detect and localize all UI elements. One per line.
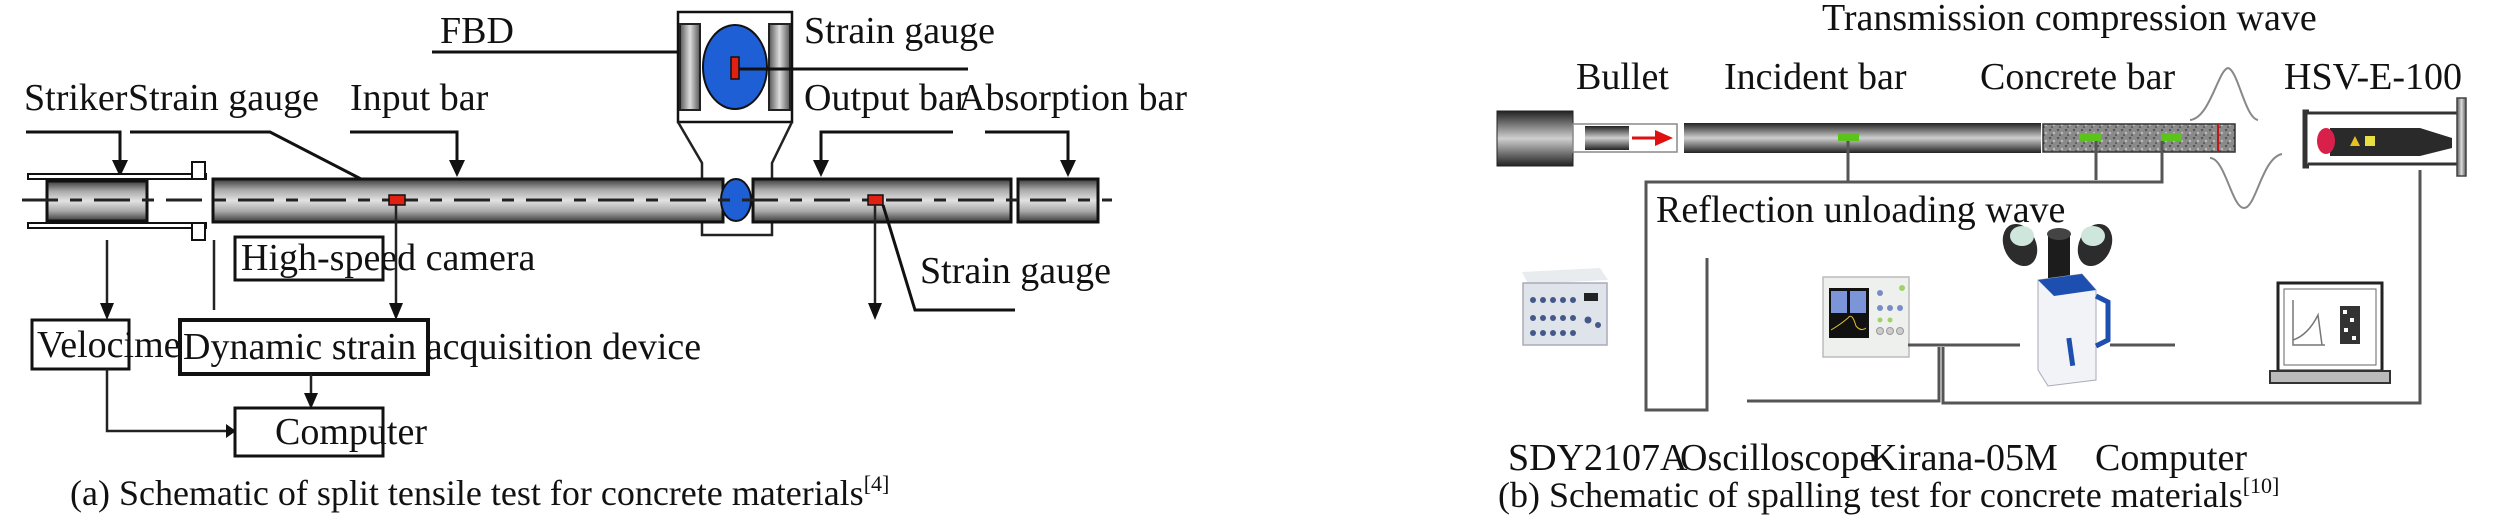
label-oscilloscope: Oscilloscope: [1680, 437, 1876, 479]
label-concrete-bar: Concrete bar: [1980, 56, 2176, 98]
leader-strain-gauge-left: [130, 130, 393, 197]
label-sdy: SDY2107A: [1508, 437, 1688, 479]
label-striker: Striker: [24, 77, 128, 119]
wire-osc-hsv: [1941, 170, 2422, 405]
label-strain-gauge-left: Strain gauge: [128, 77, 319, 119]
wire-gauge-sdy: [1644, 141, 1850, 412]
wire-concrete-gauge-2: [1848, 141, 2164, 184]
caption-b-ref: [10]: [2243, 473, 2280, 498]
box-dynamic-strain-device: [178, 318, 430, 376]
arrow-velocimeter-computer: [226, 424, 236, 438]
wire-osc-sdy: [1747, 347, 1941, 403]
fbd-left-bar: [679, 23, 701, 111]
label-strain-gauge-right: Strain gauge: [920, 250, 1111, 292]
box-high-speed-camera: [233, 235, 385, 282]
strain-gauge-input: [388, 194, 406, 206]
velocimeter-sensor-bottom: [191, 222, 206, 241]
leader-absorption-bar: [985, 130, 1070, 165]
label-input-bar: Input bar: [350, 77, 489, 119]
arrow-absorption-bar: [1060, 160, 1076, 177]
label-absorption-bar: Absorption bar: [958, 77, 1187, 119]
bullet-arrow-icon: [1655, 130, 1673, 146]
fbd-right-bar: [768, 23, 791, 111]
fbd-zoom-lines: [676, 121, 794, 237]
caption-a-ref: [4]: [864, 471, 890, 496]
leader-strain-gauge-right: [881, 204, 1015, 312]
bullet: [1585, 126, 1629, 150]
box-velocimeter: [30, 318, 131, 371]
leader-striker: [26, 130, 122, 165]
arrow-gauge-output: [868, 303, 882, 320]
label-dynamic-strain-device: Dynamic strain acquisition device: [183, 326, 701, 368]
caption-b-text: (b) Schematic of spalling test for concr…: [1498, 475, 2243, 515]
strain-gauge-incident: [1838, 133, 1859, 141]
arrow-output-bar: [813, 160, 829, 177]
transmission-wave-curve: [2189, 66, 2259, 121]
fbd-strain-gauge: [730, 56, 740, 80]
arrow-to-computer: [304, 393, 318, 409]
hsv-sensor: [2302, 97, 2467, 177]
wire-velocimeter-computer: [105, 369, 230, 433]
caption-b: (b) Schematic of spalling test for concr…: [1498, 473, 2279, 515]
label-computer-a: Computer: [275, 411, 427, 453]
striker-assembly: [27, 161, 207, 241]
arrow-to-velocimeter: [100, 303, 114, 320]
label-reflection-wave: Reflection unloading wave: [1656, 189, 2065, 231]
strain-gauge-output: [867, 194, 884, 206]
oscilloscope-device: [1822, 276, 1910, 358]
label-hsv: HSV-E-100: [2284, 56, 2462, 98]
strain-gauge-concrete-2: [2161, 133, 2182, 141]
arrow-striker: [112, 160, 128, 177]
velocimeter-sensor-top: [191, 161, 206, 180]
arrow-input-bar: [449, 160, 465, 177]
incident-bar: [1684, 123, 2041, 153]
fbd-detail: [676, 10, 968, 237]
label-high-speed-camera: High-speed camera: [241, 237, 535, 279]
leader-input-bar: [350, 130, 459, 165]
arrow-gauge-input: [389, 303, 403, 320]
caption-a-text: (a) Schematic of split tensile test for …: [70, 473, 864, 513]
caption-a: (a) Schematic of split tensile test for …: [70, 471, 889, 513]
strain-gauge-concrete-1: [2079, 133, 2101, 141]
label-kirana: Kirana-05M: [1870, 437, 2058, 479]
concrete-bar: [2042, 123, 2236, 153]
kirana-camera: [2002, 223, 2113, 387]
panel-b: Transmission compression wave Bullet Inc…: [1496, 0, 2467, 515]
gun-barrel: [1496, 110, 1574, 167]
reflection-wave-curve: [2209, 153, 2283, 210]
hsv-lens-icon: [2317, 128, 2335, 154]
label-computer-b: Computer: [2095, 437, 2247, 479]
box-computer: [233, 406, 385, 458]
label-strain-gauge-top: Strain gauge: [804, 10, 995, 52]
sdy2107a-device: [1522, 268, 1608, 346]
label-output-bar: Output bar: [804, 77, 968, 119]
label-transmission-wave: Transmission compression wave: [1822, 0, 2317, 39]
label-fbd: FBD: [440, 10, 514, 52]
label-incident-bar: Incident bar: [1724, 56, 1907, 98]
computer-laptop: [2269, 281, 2391, 384]
label-bullet: Bullet: [1576, 56, 1669, 98]
leader-output-bar: [819, 130, 953, 165]
panel-a: FBD Strain gauge Striker Strain gauge In…: [22, 10, 1187, 513]
